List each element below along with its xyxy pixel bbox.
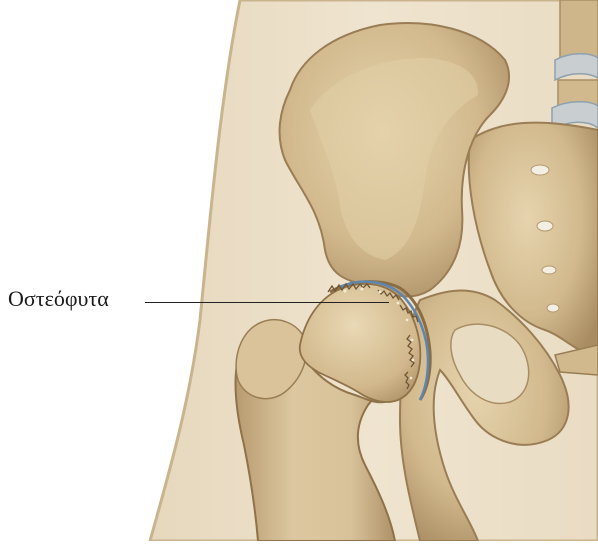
osteophytes-label: Οστεόφυτα [8,286,109,312]
osteophytes-leader-line [145,302,389,303]
